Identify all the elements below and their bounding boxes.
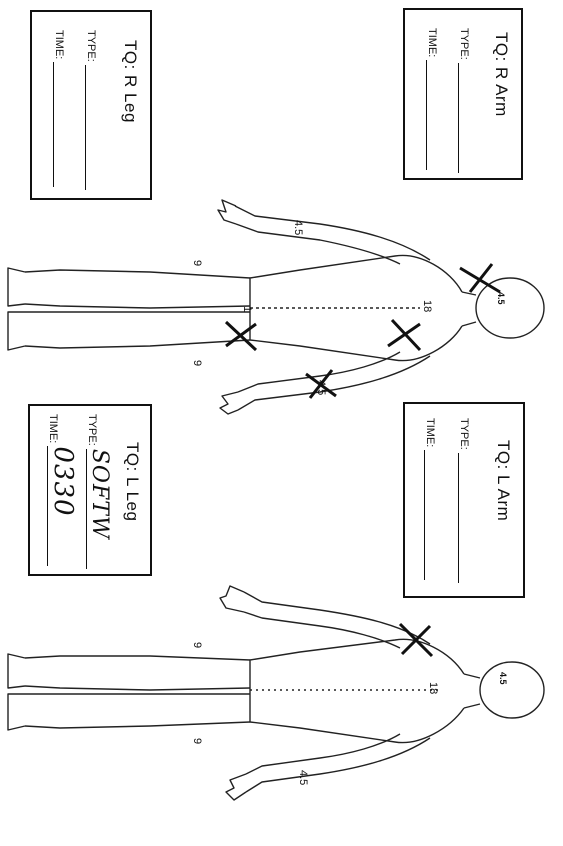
tq-r-arm-time-field[interactable]	[426, 60, 439, 170]
front-left-leg[interactable]	[25, 340, 250, 348]
back-right-leg-bsa: 9	[191, 642, 203, 648]
tq-r-leg-title: TQ: R Leg	[120, 40, 140, 123]
front-head[interactable]	[476, 278, 544, 338]
front-groin-bsa: 1	[241, 306, 253, 312]
back-head[interactable]	[480, 662, 544, 718]
tq-r-arm-time-row[interactable]: TIME:	[426, 28, 439, 170]
back-left-leg[interactable]	[25, 722, 250, 728]
tq-r-leg-type-label: TYPE:	[85, 30, 97, 62]
tq-mark-neck-upper	[460, 264, 500, 292]
back-left-arm-bsa: 4.5	[297, 770, 309, 785]
tq-r-arm-time-label: TIME:	[426, 28, 438, 57]
tq-mark-thigh	[226, 322, 256, 350]
front-left-leg-bsa: 9	[191, 360, 203, 366]
back-right-arm[interactable]	[244, 592, 430, 644]
tq-r-arm-type-field[interactable]	[458, 63, 471, 173]
tq-r-arm-title: TQ: R Arm	[491, 32, 511, 117]
front-left-arm-bsa: 4.5	[315, 380, 327, 395]
front-body-outline: 4.5 18 1 4.5 4.5 9 9	[0, 160, 563, 450]
back-right-leg[interactable]	[25, 656, 250, 660]
front-right-leg-bsa: 9	[191, 260, 203, 266]
front-right-arm-bsa: 4.5	[292, 220, 304, 235]
front-head-bsa: 4.5	[496, 292, 506, 305]
tq-l-leg-type-field[interactable]: SOFTW	[86, 449, 112, 569]
back-body-outline: 4.5 18 9 9 4.5	[0, 560, 563, 846]
tq-mark-arm	[388, 320, 420, 350]
tq-r-arm-type-label: TYPE:	[458, 28, 470, 60]
tq-l-leg-title: TQ: L Leg	[122, 442, 142, 521]
tq-r-arm-card: TQ: R Arm TYPE: TIME:	[403, 8, 523, 180]
tq-r-leg-time-label: TIME:	[53, 30, 65, 59]
back-body-figure: 4.5 18 9 9 4.5	[0, 560, 563, 846]
back-bsa: 18	[427, 682, 439, 694]
front-right-leg[interactable]	[25, 270, 250, 278]
tq-r-arm-type-row[interactable]: TYPE:	[458, 28, 471, 173]
front-body-figure: 4.5 18 1 4.5 4.5 9 9	[0, 160, 563, 450]
back-head-bsa: 4.5	[498, 672, 508, 685]
front-chest-bsa: 18	[421, 300, 433, 312]
tq-l-leg-time-field[interactable]: 0330	[47, 446, 78, 566]
back-left-leg-bsa: 9	[191, 738, 203, 744]
tq-l-arm-title: TQ: L Arm	[493, 440, 513, 521]
